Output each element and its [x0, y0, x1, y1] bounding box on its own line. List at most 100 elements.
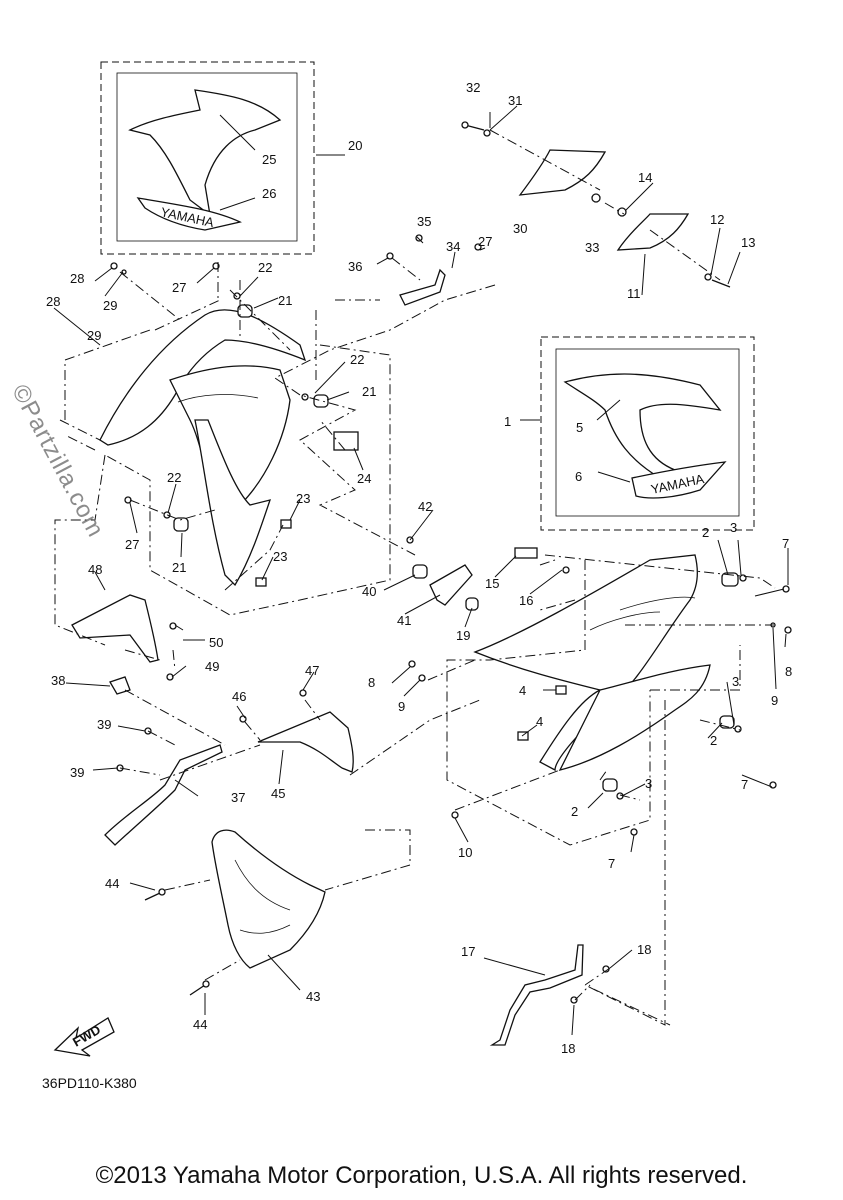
callout-22-low: 22 [167, 470, 181, 485]
decal-5 [563, 373, 722, 479]
cowling-inner-left [99, 309, 307, 446]
callout-39-low: 39 [70, 765, 84, 780]
stay-17 [489, 944, 584, 1046]
callout-11: 11 [627, 286, 641, 301]
callout-1: 1 [504, 414, 511, 429]
callout-7-low: 7 [608, 856, 615, 871]
side-cowling-upper [169, 365, 291, 506]
callout-7-mid: 7 [741, 777, 748, 792]
callout-12: 12 [710, 212, 724, 227]
callout-44-top: 44 [105, 876, 119, 891]
callout-41: 41 [397, 613, 411, 628]
bracket-48 [71, 594, 159, 663]
group-box-20 [100, 61, 315, 255]
callout-38: 38 [51, 673, 65, 688]
callout-42: 42 [418, 499, 432, 514]
callout-21-mid: 21 [362, 384, 376, 399]
callout-17: 17 [461, 944, 475, 959]
fwd-arrow-icon: FWD [53, 1017, 115, 1057]
callout-43: 43 [306, 989, 320, 1004]
decal-25 [128, 89, 282, 217]
diagram-code: 36PD110-K380 [42, 1075, 137, 1091]
callout-46: 46 [232, 689, 246, 704]
side-cover-lower [558, 664, 711, 771]
callout-4-top: 4 [519, 683, 526, 698]
callout-23-top: 23 [296, 491, 310, 506]
side-cowling-lower [194, 419, 271, 587]
callout-28-side: 28 [46, 294, 60, 309]
callout-9-left: 9 [398, 699, 405, 714]
decal-panel-20 [116, 72, 298, 242]
cowling-detail-line [177, 394, 259, 403]
decal-panel-1 [555, 348, 740, 517]
callout-18-top: 18 [637, 942, 651, 957]
callout-34: 34 [446, 239, 460, 254]
decal-6 [631, 461, 727, 499]
callout-6: 6 [575, 469, 582, 484]
callout-3-low: 3 [645, 776, 652, 791]
inner-panel-30 [518, 149, 607, 196]
callout-27-top: 27 [478, 234, 492, 249]
under-cowling-43 [211, 829, 326, 969]
group-box-1 [540, 336, 755, 531]
callout-19: 19 [456, 628, 470, 643]
callout-2-mid: 2 [710, 733, 717, 748]
callout-8-right: 8 [785, 664, 792, 679]
callout-29-top: 29 [103, 298, 117, 313]
callout-9-right: 9 [771, 693, 778, 708]
decal-26 [136, 197, 242, 231]
callout-37: 37 [231, 790, 245, 805]
callout-39-top: 39 [97, 717, 111, 732]
callout-40: 40 [362, 584, 376, 599]
callout-22-mid: 22 [350, 352, 364, 367]
leader-lines [53, 105, 789, 1036]
callout-22-top: 22 [258, 260, 272, 275]
callout-25: 25 [262, 152, 276, 167]
callout-48: 48 [88, 562, 102, 577]
bracket-45 [257, 711, 354, 773]
callout-28-top: 28 [70, 271, 84, 286]
callout-4-low: 4 [536, 714, 543, 729]
callout-2-top: 2 [702, 525, 709, 540]
callout-26: 26 [262, 186, 276, 201]
bracket-38 [109, 676, 131, 695]
copyright-notice: ©2013 Yamaha Motor Corporation, U.S.A. A… [95, 1162, 748, 1189]
under-cowling-detail [234, 859, 291, 934]
callout-16: 16 [519, 593, 533, 608]
callout-30: 30 [513, 221, 527, 236]
callout-21-low: 21 [172, 560, 186, 575]
callout-10: 10 [458, 845, 472, 860]
callout-18-low: 18 [561, 1041, 575, 1056]
callout-47: 47 [305, 663, 319, 678]
callout-27-left: 27 [172, 280, 186, 295]
callout-21-top: 21 [278, 293, 292, 308]
callout-20: 20 [348, 138, 362, 153]
callout-2-low: 2 [571, 804, 578, 819]
callout-45: 45 [271, 786, 285, 801]
callout-31: 31 [508, 93, 522, 108]
callout-29-side: 29 [87, 328, 101, 343]
callout-33: 33 [585, 240, 599, 255]
callout-27-low: 27 [125, 537, 139, 552]
callout-3-mid: 3 [732, 674, 739, 689]
callout-36: 36 [348, 259, 362, 274]
callout-14: 14 [638, 170, 652, 185]
callout-32: 32 [466, 80, 480, 95]
callout-5: 5 [576, 420, 583, 435]
stay-37 [104, 744, 223, 846]
callout-13: 13 [741, 235, 755, 250]
callout-7-top: 7 [782, 536, 789, 551]
callout-3-top: 3 [730, 520, 737, 535]
callout-49: 49 [205, 659, 219, 674]
callout-15: 15 [485, 576, 499, 591]
callout-8-left: 8 [368, 675, 375, 690]
callouts: 32 31 20 25 26 14 30 12 13 33 35 34 27 3… [46, 80, 792, 1056]
callout-44-low: 44 [193, 1017, 207, 1032]
callout-50: 50 [209, 635, 223, 650]
fasteners [110, 121, 792, 1004]
callout-23-low: 23 [273, 549, 287, 564]
callout-35: 35 [417, 214, 431, 229]
side-cover-detail [589, 596, 696, 631]
callout-24: 24 [357, 471, 371, 486]
